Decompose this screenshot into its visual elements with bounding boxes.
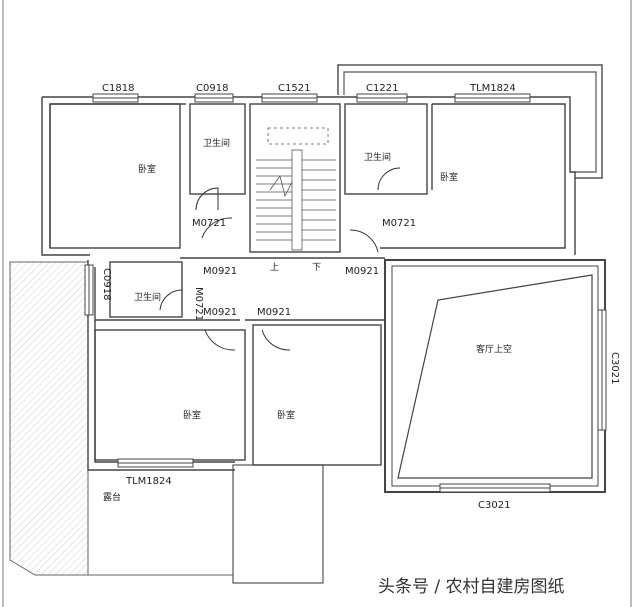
door-label-m0721-right: M0721 — [382, 218, 416, 229]
room-label-bedroom-bottom-left: 卧室 — [183, 409, 201, 421]
stair-treads — [256, 127, 336, 251]
window-label-tlm1824-bottom: TLM1824 — [125, 476, 172, 487]
room-label-bedroom-bottom-mid: 卧室 — [277, 409, 295, 421]
watermark-text: 头条号 / 农村自建房图纸 — [378, 577, 565, 597]
window-label-c0918-top: C0918 — [196, 83, 228, 94]
window-label-c3021-bottom: C3021 — [478, 500, 510, 511]
door-label-m0921-c: M0921 — [203, 307, 237, 318]
room-label-living-above: 客厅上空 — [476, 343, 512, 355]
window-label-c1521: C1521 — [278, 83, 310, 94]
room-label-terrace: 露台 — [103, 491, 121, 503]
door-label-m0921-a: M0921 — [203, 266, 237, 277]
door-label-m0721-left: M0721 — [192, 218, 226, 229]
terrace-floor — [87, 469, 235, 576]
bottom-extension — [232, 464, 324, 584]
door-swings — [159, 167, 401, 351]
room-label-bathroom-top-left: 卫生间 — [203, 137, 230, 149]
window-label-c3021-right: C3021 — [609, 352, 620, 384]
walls — [41, 96, 606, 493]
living-void-outline — [397, 274, 593, 479]
balcony-outline — [337, 64, 603, 179]
door-label-m0721-vertical: M0721 — [193, 287, 204, 321]
balcony-inner — [343, 71, 597, 173]
window-label-c0918-left: C0918 — [101, 268, 112, 300]
room-label-bedroom-top-right: 卧室 — [440, 171, 458, 183]
door-label-m0921-b: M0921 — [345, 266, 379, 277]
room-label-bathroom-left: 卫生间 — [134, 291, 161, 303]
window-label-c1818: C1818 — [102, 83, 134, 94]
room-label-bedroom-top-left: 卧室 — [138, 163, 156, 175]
window-symbols — [84, 93, 607, 493]
stairs-down-label: 下 — [312, 263, 321, 273]
window-label-c1221: C1221 — [366, 83, 398, 94]
stairs-up-label: 上 — [270, 262, 279, 273]
window-label-tlm1824-top: TLM1824 — [469, 83, 516, 94]
room-label-bathroom-top-right: 卫生间 — [364, 151, 391, 163]
door-label-m0921-d: M0921 — [257, 307, 291, 318]
